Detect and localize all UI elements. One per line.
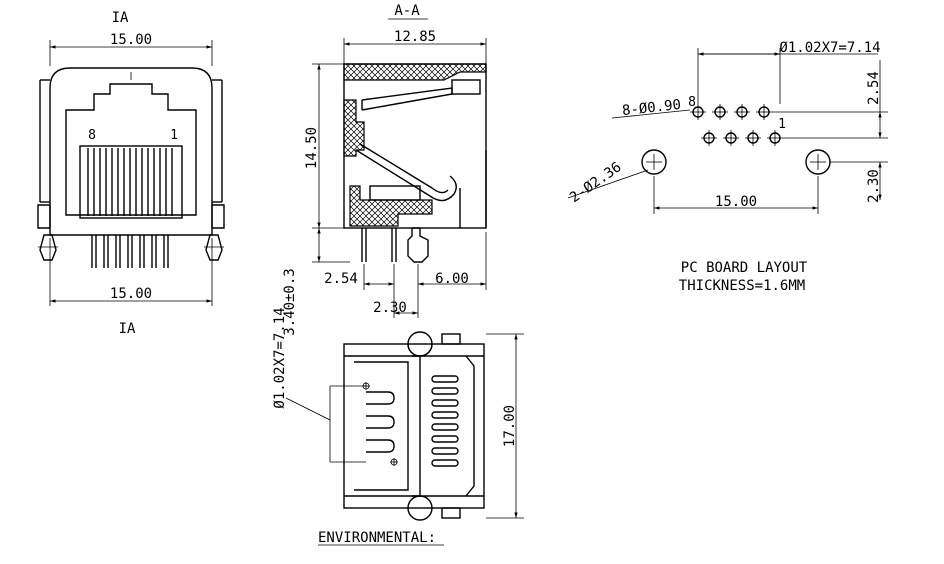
front-width-top: 15.00 xyxy=(110,32,152,48)
pcb-pin-label-1: 1 xyxy=(778,117,786,132)
section-marker-bottom: IA xyxy=(119,321,136,337)
front-width-bottom: 15.00 xyxy=(110,286,152,302)
bottom-view: Ø1.02X7=7.14 xyxy=(272,307,524,546)
front-pin-label-1: 1 xyxy=(170,128,178,143)
pcb-pin-label-8: 8 xyxy=(688,95,696,110)
front-view: IA 15.00 8 1 xyxy=(37,10,225,337)
front-pins xyxy=(91,235,169,268)
section-dim-a: 2.54 xyxy=(324,271,358,287)
environmental-label: ENVIRONMENTAL: xyxy=(318,530,436,546)
pcb-offset: 2.30 xyxy=(866,169,882,203)
section-width: 12.85 xyxy=(394,29,436,45)
section-marker-top: IA xyxy=(112,10,129,26)
front-pin-label-8: 8 xyxy=(88,128,96,143)
section-dim-c: 2.30 xyxy=(373,300,407,316)
pcb-row-pitch: 2.54 xyxy=(866,71,882,105)
section-view: A-A 12.85 14.50 xyxy=(282,3,487,336)
pcb-hole-callout: Ø1.02X7=7.14 xyxy=(779,40,880,56)
section-height: 14.50 xyxy=(304,127,320,169)
pcb-layout: Ø1.02X7=7.14 8 1 8-Ø0.90 2-Ø xyxy=(567,40,888,294)
pcb-pin-holes xyxy=(690,104,783,146)
pcb-thickness: THICKNESS=1.6MM xyxy=(679,278,805,294)
pcb-pin-holes-callout: 8-Ø0.90 xyxy=(621,97,681,119)
bottom-height: 17.00 xyxy=(502,405,518,447)
bottom-hole-callout: Ø1.02X7=7.14 xyxy=(272,307,288,408)
front-contacts xyxy=(87,148,173,216)
pcb-mount-holes-callout: 2-Ø2.36 xyxy=(567,159,625,206)
section-title: A-A xyxy=(394,3,420,19)
section-pin-length: 3.40±0.3 xyxy=(282,268,298,335)
pcb-title: PC BOARD LAYOUT xyxy=(681,260,808,276)
pcb-hole-spacing: 15.00 xyxy=(715,194,757,210)
section-dim-b: 6.00 xyxy=(435,271,469,287)
